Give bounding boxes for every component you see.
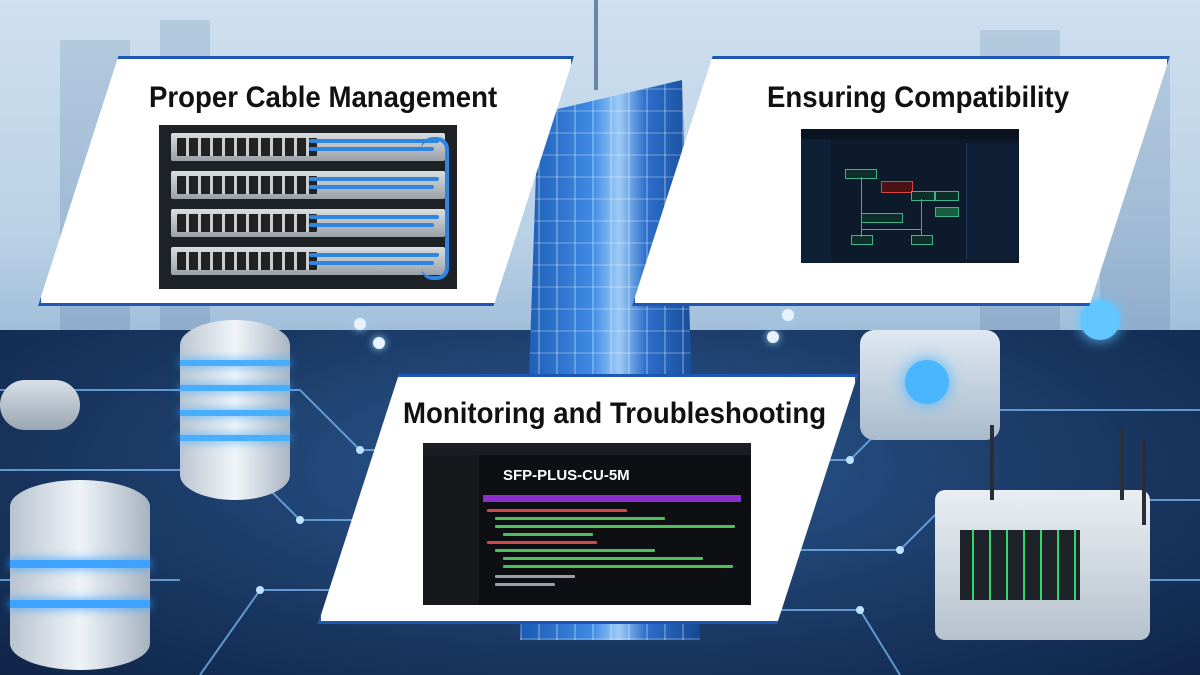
patch-panel-image (159, 125, 457, 289)
server-cylinder-light (10, 560, 150, 568)
network-device (0, 380, 80, 430)
panel-title: Ensuring Compatibility (767, 81, 1070, 114)
terminal-screenshot-image: SFP-PLUS-CU-5M (423, 443, 751, 605)
cable-management-panel: Proper Cable Management (38, 56, 574, 306)
server-cylinder (10, 480, 150, 670)
router-antenna (990, 425, 994, 500)
server-cylinder-light (180, 410, 290, 416)
connector-dot (354, 318, 366, 330)
server-cylinder-light (180, 435, 290, 441)
server-cylinder-light (180, 385, 290, 391)
connector-dot (373, 337, 385, 349)
terminal-label: SFP-PLUS-CU-5M (503, 467, 630, 484)
monitoring-panel: Monitoring and Troubleshooting SFP-PLUS-… (318, 374, 858, 624)
compatibility-panel: Ensuring Compatibility (632, 56, 1170, 306)
panel-title: Monitoring and Troubleshooting (403, 397, 827, 430)
connector-dot (767, 331, 779, 343)
router-antenna (1142, 440, 1146, 525)
server-cylinder-light (180, 360, 290, 366)
panel-title: Proper Cable Management (149, 81, 498, 114)
router-antenna (1120, 430, 1124, 500)
glowing-indicator (1080, 300, 1120, 340)
glowing-indicator (905, 360, 949, 404)
network-dashboard-image (801, 129, 1019, 263)
tower-antenna (594, 0, 598, 90)
router-ports (960, 530, 1080, 600)
server-cylinder-light (10, 600, 150, 608)
connector-dot (782, 309, 794, 321)
